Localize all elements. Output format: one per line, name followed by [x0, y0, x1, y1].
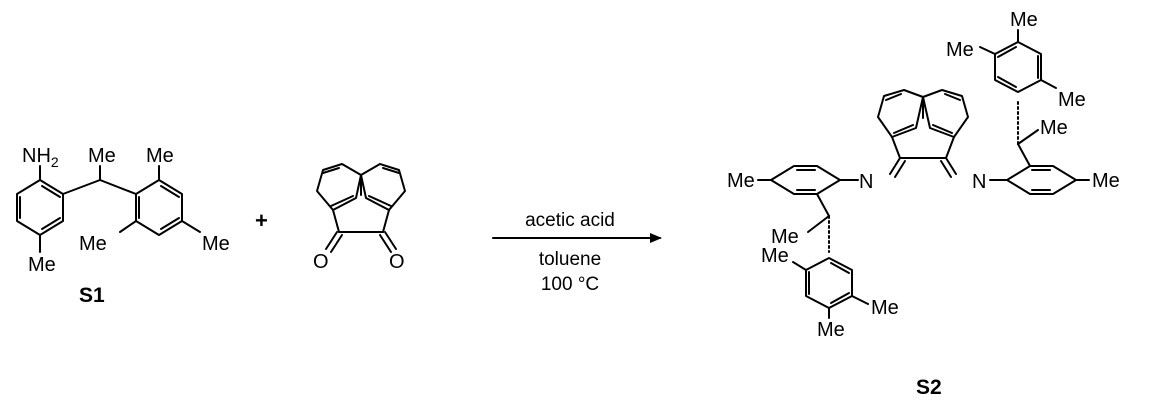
- s1-mesityl-methyl-top-label: Me: [146, 145, 174, 167]
- s2-upper-mesityl-methyl-left-label: Me: [946, 39, 974, 61]
- oxygen-left-label: O: [313, 251, 329, 273]
- s2-lower-mesityl-ring: [805, 257, 853, 309]
- plus-sign: +: [255, 208, 268, 233]
- s2-upper-mesityl-methyl-right-label: Me: [1058, 89, 1086, 111]
- compound-s1-structure: NH2 Me Me Me Me Me: [16, 145, 230, 276]
- s1-aniline-ring: [16, 179, 64, 236]
- s1-methyl-label: Me: [28, 254, 56, 276]
- s1-mesityl-ring: [135, 179, 183, 236]
- s2-left-bridge-methyl-label: Me: [771, 226, 799, 248]
- oxygen-right-label: O: [389, 251, 405, 273]
- s2-right-bridge-methyl-label: Me: [1040, 117, 1068, 139]
- acenaphthenequinone-structure: O O: [313, 163, 406, 273]
- s2-lower-mesityl-methyl-right-label: Me: [871, 297, 899, 319]
- s2-imine-n-left-label: N: [859, 171, 873, 193]
- s2-right-aryl-methyl-label: Me: [1092, 170, 1120, 192]
- s2-upper-mesityl-ring: [994, 41, 1042, 93]
- condition-solvent: toluene: [539, 249, 601, 270]
- s2-core-left-ring: [877, 89, 924, 138]
- s2-lower-mesityl-methyl-left-label: Me: [761, 245, 789, 267]
- compound-label-s2: S2: [916, 376, 942, 399]
- s1-mesityl-methyl-right-label: Me: [202, 233, 230, 255]
- quinone-left-ring: [316, 163, 362, 211]
- compound-s2-structure: N N Me Me Me Me Me Me Me: [727, 9, 1120, 341]
- s1-bridge-methyl-label: Me: [88, 145, 116, 167]
- s1-nh2-label: NH2: [22, 145, 59, 170]
- condition-temperature: 100 °C: [541, 274, 599, 295]
- compound-label-s1: S1: [79, 284, 105, 307]
- condition-reagent: acetic acid: [525, 210, 615, 231]
- quinone-right-ring: [360, 163, 406, 211]
- s2-core-right-ring: [922, 89, 969, 138]
- s2-imine-n-right-label: N: [972, 171, 986, 193]
- s1-mesityl-methyl-left-label: Me: [79, 233, 107, 255]
- s2-left-aryl-methyl-label: Me: [727, 170, 755, 192]
- s2-upper-mesityl-methyl-top-label: Me: [1010, 9, 1038, 31]
- s2-lower-mesityl-methyl-bottom-label: Me: [817, 319, 845, 341]
